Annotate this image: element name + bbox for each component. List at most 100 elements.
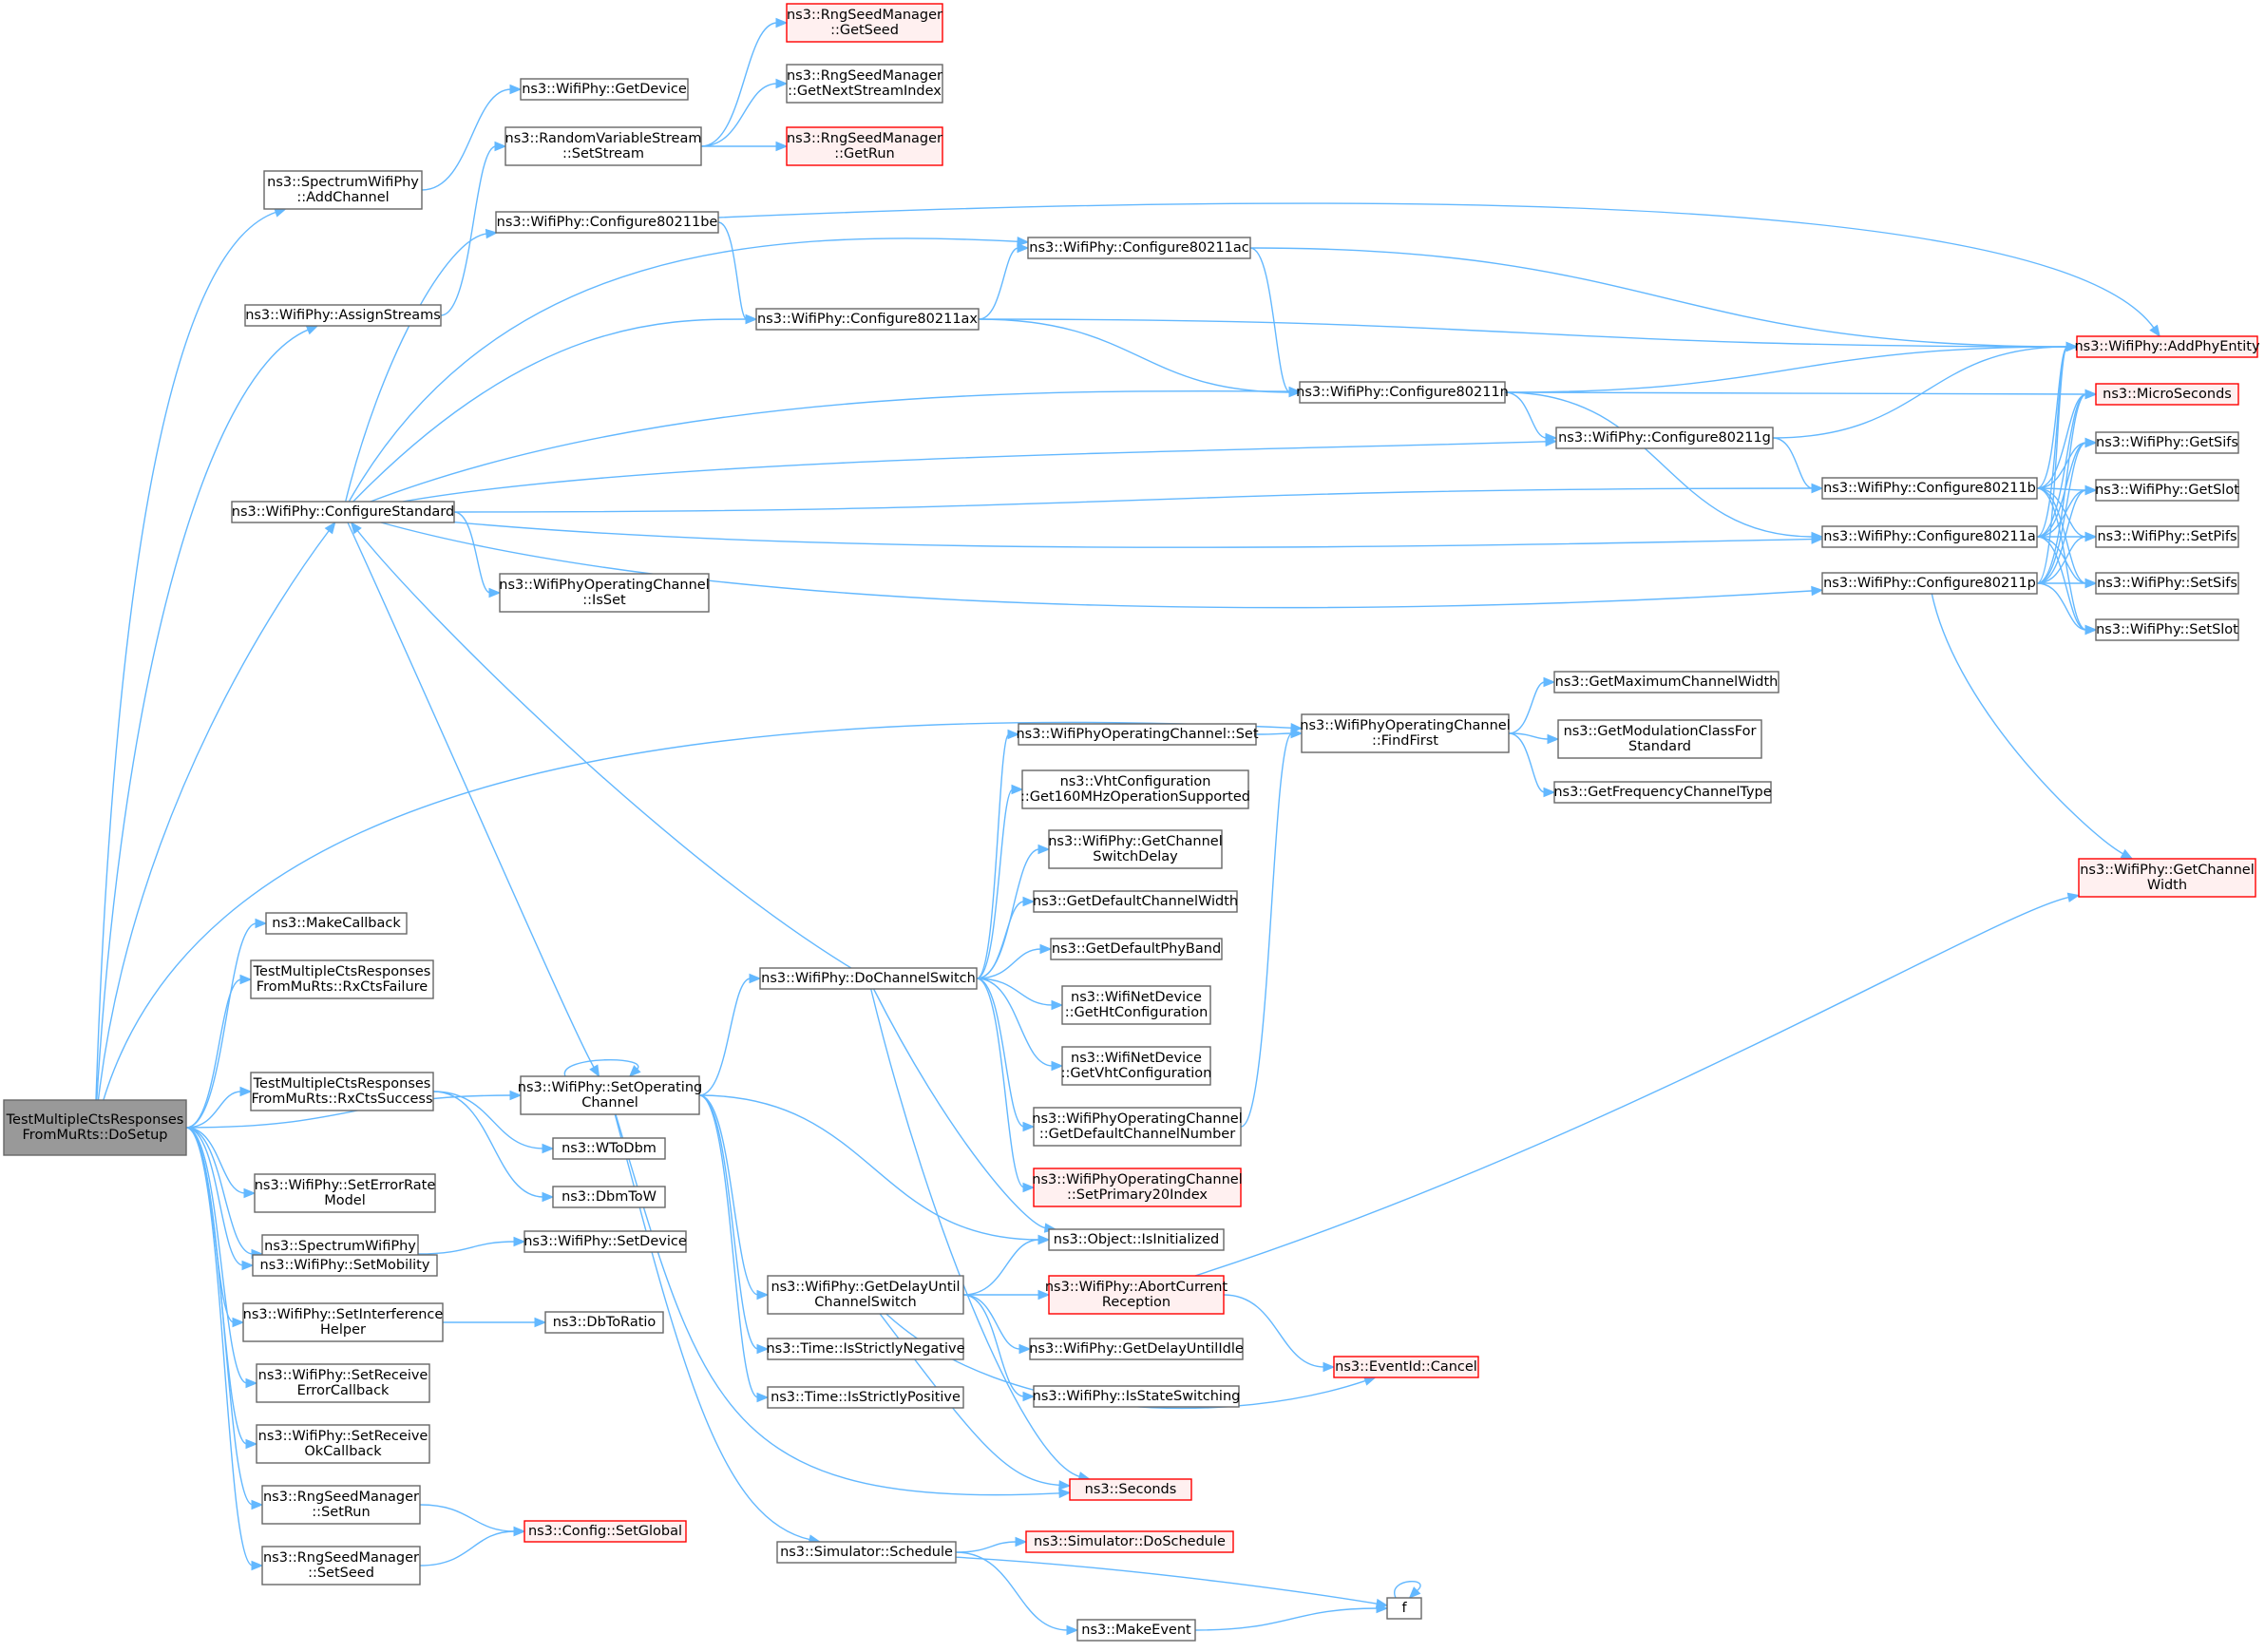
edge-arrowhead: [2084, 578, 2098, 589]
edge-set-operating-channel-to-is-initialized: [698, 1094, 1051, 1245]
node-label: ns3::RngSeedManager: [787, 68, 942, 84]
node-cfg80211b[interactable]: ns3::WifiPhy::Configure80211b: [1821, 477, 2038, 500]
node-set-primary20[interactable]: ns3::WifiPhyOperatingChannel::SetPrimary…: [1032, 1168, 1243, 1207]
node-cfg80211be[interactable]: ns3::WifiPhy::Configure80211be: [495, 211, 719, 234]
edge-line: [2036, 489, 2087, 584]
node-get-delay-until-idle[interactable]: ns3::WifiPhy::GetDelayUntilIdle: [1029, 1338, 1244, 1360]
node-rx-cts-success[interactable]: TestMultipleCtsResponsesFromMuRts::RxCts…: [250, 1072, 434, 1111]
node-box: [523, 1230, 687, 1253]
edge-do-channel-switch-to-configure-standard: [350, 521, 852, 969]
edge-set-operating-channel-to-set-operating-channel: [563, 1058, 641, 1077]
node-wifi-set-device[interactable]: ns3::WifiPhy::SetDevice: [523, 1230, 687, 1253]
node-do-channel-switch[interactable]: ns3::WifiPhy::DoChannelSwitch: [759, 967, 978, 990]
node-assign-streams[interactable]: ns3::WifiPhy::AssignStreams: [244, 304, 442, 327]
edge-cfg80211g-to-cfg80211b: [1772, 437, 1824, 494]
edge-arrowhead: [1543, 787, 1556, 798]
node-get-device[interactable]: ns3::WifiPhy::GetDevice: [520, 78, 689, 101]
node-vht160[interactable]: ns3::VhtConfiguration::Get160MHzOperatio…: [1020, 769, 1250, 809]
node-make-event[interactable]: ns3::MakeEvent: [1076, 1619, 1196, 1642]
node-f[interactable]: f: [1386, 1597, 1422, 1620]
node-w-to-dbm[interactable]: ns3::WToDbm: [552, 1137, 666, 1160]
node-get-default-phy-band[interactable]: ns3::GetDefaultPhyBand: [1050, 938, 1223, 960]
node-label: ns3::WifiPhy::DoChannelSwitch: [761, 971, 976, 986]
node-get-slot[interactable]: ns3::WifiPhy::GetSlot: [2095, 479, 2239, 502]
node-is-state-switching[interactable]: ns3::WifiPhy::IsStateSwitching: [1033, 1385, 1241, 1408]
node-make-callback[interactable]: ns3::MakeCallback: [265, 912, 408, 935]
edge-arrowhead: [494, 141, 507, 152]
node-label: ns3::RngSeedManager: [263, 1550, 419, 1566]
node-rng-get-seed[interactable]: ns3::RngSeedManager::GetSeed: [786, 3, 943, 43]
node-spectrum-add-channel[interactable]: ns3::SpectrumWifiPhy::AddChannel: [263, 170, 423, 210]
edge-line: [453, 487, 1814, 513]
node-cfg80211n[interactable]: ns3::WifiPhy::Configure80211n: [1296, 381, 1509, 404]
node-wpoc-set[interactable]: ns3::WifiPhyOperatingChannel::Set: [1016, 723, 1259, 746]
node-set-pifs[interactable]: ns3::WifiPhy::SetPifs: [2095, 525, 2239, 548]
node-wpoc-is-set[interactable]: ns3::WifiPhyOperatingChannel::IsSet: [499, 573, 710, 613]
node-box: [252, 1254, 438, 1277]
node-db-to-ratio[interactable]: ns3::DbToRatio: [544, 1311, 664, 1334]
node-cfg80211ac[interactable]: ns3::WifiPhy::Configure80211ac: [1027, 237, 1251, 259]
node-dbm-to-w[interactable]: ns3::DbmToW: [552, 1186, 666, 1208]
node-get-default-channel-number[interactable]: ns3::WifiPhyOperatingChannel::GetDefault…: [1032, 1107, 1243, 1147]
node-rng-set-seed[interactable]: ns3::RngSeedManager::SetSeed: [261, 1546, 421, 1586]
node-time-is-strictly-positive[interactable]: ns3::Time::IsStrictlyPositive: [767, 1386, 964, 1409]
node-label: ns3::VhtConfiguration: [1060, 774, 1211, 789]
edge-root-to-set-mobility: [185, 1127, 255, 1271]
node-rng-set-run[interactable]: ns3::RngSeedManager::SetRun: [261, 1485, 421, 1525]
node-cfg80211p[interactable]: ns3::WifiPhy::Configure80211p: [1821, 572, 2038, 595]
node-micro-seconds[interactable]: ns3::MicroSeconds: [2095, 383, 2239, 406]
edge-do-channel-switch-to-get-vht-config: [976, 978, 1064, 1072]
edge-wpoc-find-first-to-get-mod-class: [1508, 732, 1560, 745]
node-label: ns3::Object::IsInitialized: [1054, 1232, 1219, 1247]
node-config-set-global[interactable]: ns3::Config::SetGlobal: [523, 1520, 687, 1543]
node-rvs-set-stream[interactable]: ns3::RandomVariableStream::SetStream: [504, 126, 702, 166]
node-is-initialized[interactable]: ns3::Object::IsInitialized: [1048, 1228, 1225, 1251]
edge-arrowhead: [245, 1438, 258, 1450]
node-set-slot[interactable]: ns3::WifiPhy::SetSlot: [2095, 618, 2239, 641]
edge-do-channel-switch-to-get-default-channel-number: [976, 978, 1036, 1132]
edge-arrowhead: [2084, 484, 2098, 496]
node-label: OkCallback: [304, 1444, 382, 1459]
node-get-vht-config[interactable]: ns3::WifiNetDevice::GetVhtConfiguration: [1061, 1046, 1212, 1086]
node-rng-get-next-stream[interactable]: ns3::RngSeedManager::GetNextStreamIndex: [786, 64, 943, 104]
edge-cfg80211ax-to-add-phy-entity: [978, 318, 2079, 352]
node-get-ht-config[interactable]: ns3::WifiNetDevice::GetHtConfiguration: [1061, 985, 1211, 1025]
node-get-sifs[interactable]: ns3::WifiPhy::GetSifs: [2095, 431, 2239, 454]
node-simulator-schedule[interactable]: ns3::Simulator::Schedule: [776, 1541, 957, 1564]
node-cfg80211g[interactable]: ns3::WifiPhy::Configure80211g: [1555, 427, 1774, 449]
node-set-mobility[interactable]: ns3::WifiPhy::SetMobility: [252, 1254, 438, 1277]
node-add-phy-entity[interactable]: ns3::WifiPhy::AddPhyEntity: [2074, 335, 2260, 358]
node-configure-standard[interactable]: ns3::WifiPhy::ConfigureStandard: [231, 501, 455, 523]
edge-abort-current-reception-to-event-id-cancel: [1223, 1294, 1336, 1373]
node-get-max-channel-width[interactable]: ns3::GetMaximumChannelWidth: [1553, 671, 1780, 693]
node-get-default-channel-width[interactable]: ns3::GetDefaultChannelWidth: [1033, 890, 1238, 913]
node-label: ns3::WifiPhy::SetPifs: [2097, 529, 2236, 544]
node-get-freq-channel-type[interactable]: ns3::GetFrequencyChannelType: [1553, 781, 1772, 804]
edge-arrowhead: [2084, 389, 2098, 400]
node-set-sifs[interactable]: ns3::WifiPhy::SetSifs: [2095, 572, 2239, 595]
node-cfg80211a[interactable]: ns3::WifiPhy::Configure80211a: [1821, 525, 2038, 548]
node-wpoc-find-first[interactable]: ns3::WifiPhyOperatingChannel::FindFirst: [1300, 713, 1511, 753]
node-time-is-strictly-negative[interactable]: ns3::Time::IsStrictlyNegative: [766, 1338, 965, 1360]
node-cfg80211ax[interactable]: ns3::WifiPhy::Configure80211ax: [755, 308, 980, 331]
node-label: ChannelSwitch: [814, 1295, 916, 1310]
edge-line: [2036, 393, 2087, 489]
node-box: [1033, 1107, 1242, 1147]
node-event-id-cancel[interactable]: ns3::EventId::Cancel: [1333, 1356, 1479, 1378]
node-rng-get-run[interactable]: ns3::RngSeedManager::GetRun: [786, 126, 943, 166]
node-simulator-do-schedule[interactable]: ns3::Simulator::DoSchedule: [1025, 1530, 1234, 1553]
node-rx-cts-failure[interactable]: TestMultipleCtsResponsesFromMuRts::RxCts…: [250, 959, 434, 999]
edge-line: [348, 237, 1019, 503]
node-seconds[interactable]: ns3::Seconds: [1069, 1478, 1192, 1501]
node-root[interactable]: TestMultipleCtsResponsesFromMuRts::DoSet…: [3, 1099, 187, 1156]
